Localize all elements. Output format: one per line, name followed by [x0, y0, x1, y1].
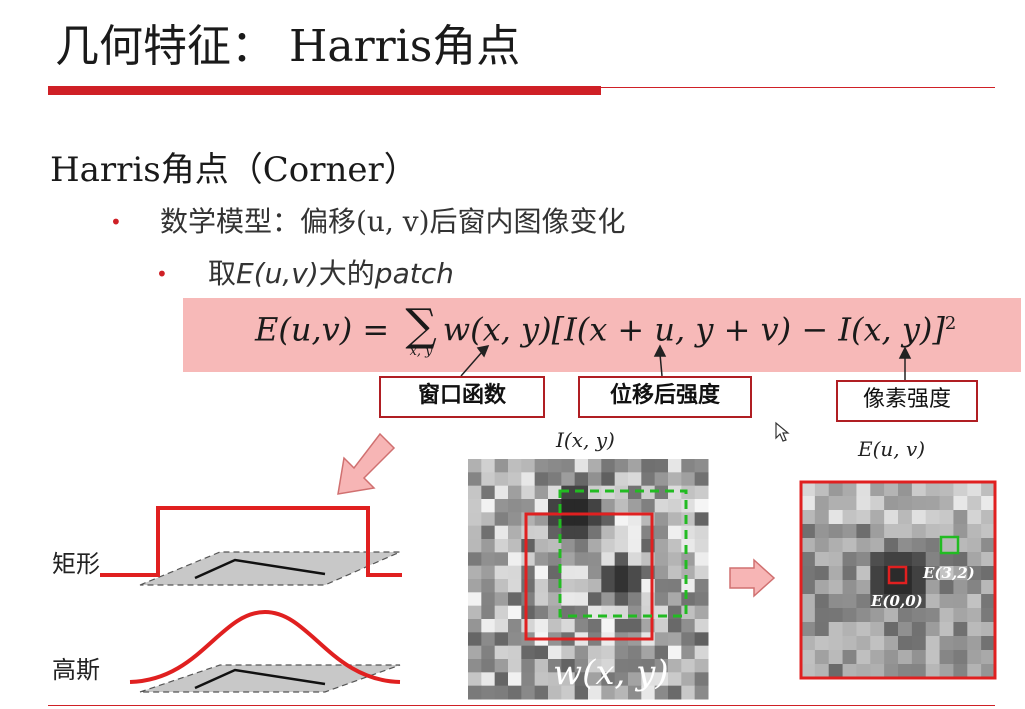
bottom-rule — [48, 705, 995, 706]
section-heading: Harris角点（Corner） — [50, 150, 418, 190]
window-gauss-label: 高斯 — [52, 656, 100, 684]
title-underline-line — [601, 87, 995, 88]
image-caption-right: E(u, v) — [858, 437, 926, 461]
title-underline-bar — [48, 86, 601, 95]
grayscale-patch-image: w(x, y) — [468, 459, 709, 700]
slide-title: 几何特征： Harris角点 — [55, 21, 521, 72]
pink-arrow-down-left-icon — [337, 432, 396, 495]
bullet-dot: • — [156, 262, 168, 286]
bullet-dot: • — [110, 210, 122, 234]
image-caption-left: I(x, y) — [556, 428, 615, 452]
label-shifted-intensity: 位移后强度 — [578, 376, 752, 418]
rect-window-diagram — [100, 506, 402, 586]
error-surface-image: E(3,2) E(0,0) — [799, 480, 997, 680]
formula-highlight — [183, 298, 1021, 372]
point-green-label: E(3,2) — [922, 564, 975, 582]
window-overlay-label: w(x, y) — [553, 653, 669, 693]
bullet-2: 取E(u,v)大的patch — [208, 257, 454, 290]
gauss-window-diagram — [129, 609, 401, 693]
window-rect-label: 矩形 — [52, 550, 100, 578]
label-pixel-intensity: 像素强度 — [836, 380, 978, 422]
mouse-cursor-icon — [775, 421, 790, 442]
pink-arrow-right-icon — [729, 558, 776, 598]
point-red-label: E(0,0) — [870, 592, 923, 610]
label-window-function: 窗口函数 — [379, 376, 545, 418]
bullet-1: 数学模型：偏移(u, v)后窗内图像变化 — [160, 205, 626, 238]
